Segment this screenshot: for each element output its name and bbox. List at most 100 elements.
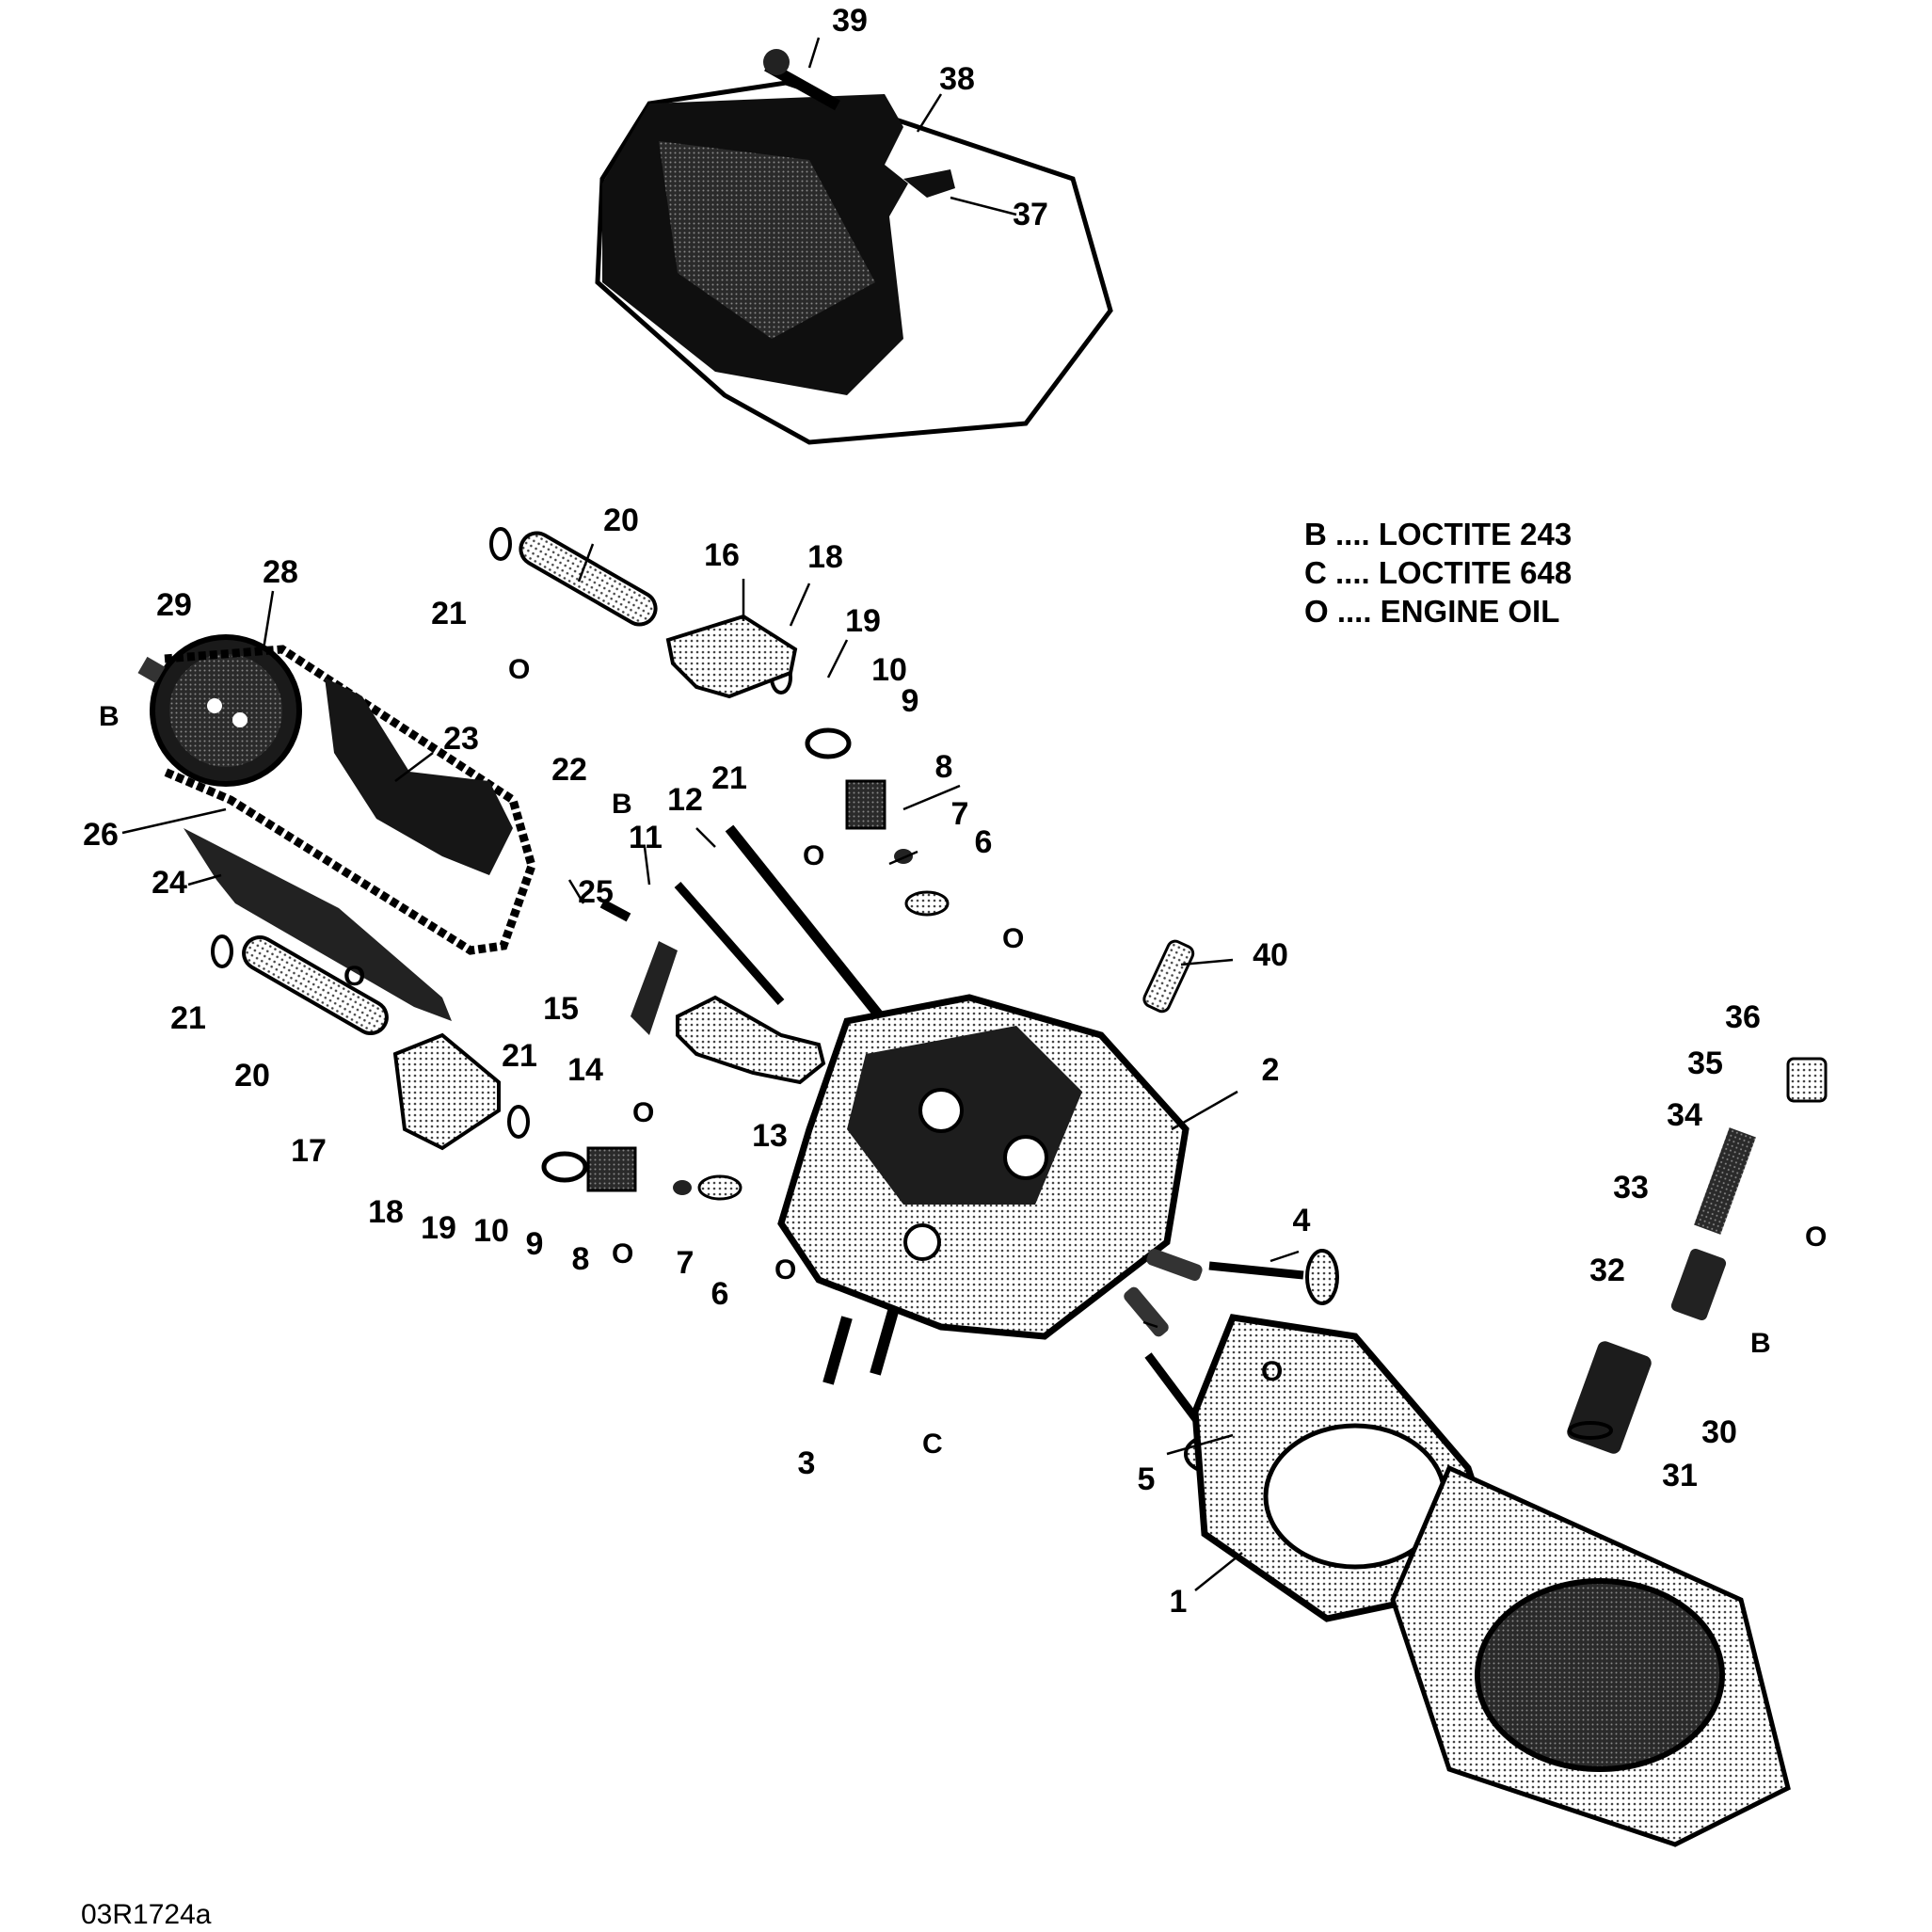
- engine-oil-marker: O: [803, 840, 825, 871]
- callout-21: 21: [502, 1038, 537, 1074]
- engine-oil-marker: O: [632, 1097, 655, 1128]
- camshaft: [676, 995, 826, 1085]
- o-ring: [507, 1105, 530, 1139]
- callout-22: 22: [551, 752, 587, 788]
- callout-31: 32: [1589, 1253, 1625, 1288]
- engine-oil-marker: O: [508, 654, 531, 685]
- callout-26: 26: [83, 817, 119, 853]
- engine-oil-marker: O: [1261, 1356, 1284, 1387]
- valve-cover-screw: [763, 49, 840, 111]
- loctite-243-marker: B: [99, 701, 120, 732]
- legend-loctite-648: C .... LOCTITE 648: [1304, 555, 1573, 590]
- callout-1: 1: [1169, 1584, 1188, 1620]
- callout-36: 37: [1013, 197, 1048, 232]
- callout-29: 30: [1701, 1414, 1737, 1450]
- rocker-shaft-lower: [242, 935, 389, 1035]
- callout-30: 31: [1662, 1458, 1698, 1493]
- document-number: 03R1724a: [81, 1899, 212, 1930]
- loctite-243-marker: B: [1750, 1328, 1771, 1359]
- callout-32: 33: [1613, 1170, 1649, 1206]
- callout-27: 28: [263, 554, 298, 590]
- engine-oil-marker: O: [612, 1238, 634, 1269]
- callout-7: 7: [950, 796, 969, 832]
- callout-23: 23: [443, 721, 479, 757]
- callout-10: 10: [871, 652, 907, 688]
- tensioner-body: [1567, 1341, 1652, 1454]
- callout-5: 5: [1137, 1461, 1156, 1497]
- chain-guide-lower: [184, 828, 452, 1021]
- callout-25: 25: [578, 874, 614, 910]
- callout-3: 3: [797, 1445, 816, 1481]
- tensioner-plug: [1786, 1057, 1828, 1103]
- engine-oil-marker: O: [1805, 1221, 1828, 1253]
- callout-2: 2: [1261, 1052, 1280, 1088]
- callout-16: 16: [704, 537, 740, 573]
- callout-9: 9: [901, 683, 919, 719]
- long-bolt: [725, 824, 885, 1020]
- cylinder-head: [777, 994, 1190, 1340]
- engine-oil-marker: O: [1002, 923, 1025, 954]
- valve-spring-lower: [541, 1146, 742, 1201]
- callout-38: 39: [832, 3, 868, 39]
- callout-21: 21: [170, 1000, 206, 1036]
- callout-10: 10: [473, 1213, 509, 1249]
- callout-6: 6: [974, 824, 993, 860]
- tensioner-spring: [1694, 1127, 1756, 1235]
- callout-20: 20: [234, 1058, 270, 1094]
- engine-oil-marker: O: [343, 961, 366, 992]
- callout-7: 7: [676, 1245, 695, 1281]
- callout-9: 9: [525, 1226, 544, 1262]
- rocker-shaft-upper: [519, 531, 658, 627]
- callout-18: 18: [807, 539, 843, 575]
- sprocket-bolt: [137, 656, 166, 684]
- rocker-arm-upper: [665, 614, 798, 699]
- valve-guide: [1146, 1248, 1203, 1282]
- callout-17: 17: [291, 1133, 327, 1169]
- o-ring: [211, 934, 233, 968]
- callout-19: 19: [421, 1210, 456, 1246]
- callout-11: 11: [629, 820, 663, 855]
- loctite-648-marker: C: [922, 1429, 943, 1460]
- spark-plug: [1142, 939, 1195, 1014]
- engine-oil-marker: O: [774, 1254, 797, 1285]
- callout-4: 4: [1292, 1203, 1311, 1238]
- callout-8: 8: [571, 1241, 590, 1277]
- callout-6: 6: [711, 1276, 729, 1312]
- callout-12: 12: [667, 782, 703, 818]
- legend-loctite-243: B .... LOCTITE 243: [1304, 517, 1573, 551]
- chain-guide-upper: [325, 678, 513, 875]
- callout-34: 35: [1687, 1046, 1723, 1081]
- callout-19: 19: [845, 603, 881, 639]
- dowel-pin: [870, 1306, 900, 1376]
- callout-35: 36: [1725, 999, 1761, 1035]
- callout-33: 34: [1667, 1097, 1702, 1133]
- callout-24: 24: [152, 865, 187, 901]
- tensioner-plunger: [1670, 1248, 1727, 1321]
- rocker-arm-lower: [392, 1032, 501, 1151]
- valve-head: [1305, 1249, 1339, 1305]
- callout-21: 21: [431, 596, 467, 631]
- callout-28: 29: [156, 587, 192, 623]
- o-ring: [489, 527, 512, 561]
- callout-13: 13: [752, 1118, 788, 1154]
- callout-15: 15: [543, 991, 579, 1027]
- cylinder-bore: [1475, 1578, 1725, 1772]
- camshaft-sprocket: [150, 634, 302, 787]
- callout-21: 21: [711, 760, 747, 796]
- timing-chain: [163, 645, 536, 955]
- callout-8: 8: [934, 749, 953, 785]
- valve-cover: [595, 80, 1113, 445]
- chain-tensioner-guide: [631, 941, 678, 1035]
- leader-lines: [121, 37, 1300, 1591]
- long-bolt: [674, 882, 785, 1005]
- valve-upper: [1208, 1261, 1304, 1280]
- valve-spring-upper: [805, 727, 950, 917]
- legend: B .... LOCTITE 243 C .... LOCTITE 648 O …: [1304, 515, 1572, 631]
- callout-20: 20: [603, 503, 639, 538]
- callout-14: 14: [567, 1052, 603, 1088]
- dowel-pin: [822, 1316, 853, 1385]
- tensioner-washer: [1568, 1421, 1613, 1440]
- callout-37: 38: [939, 61, 975, 97]
- valve-guide: [1124, 1286, 1169, 1337]
